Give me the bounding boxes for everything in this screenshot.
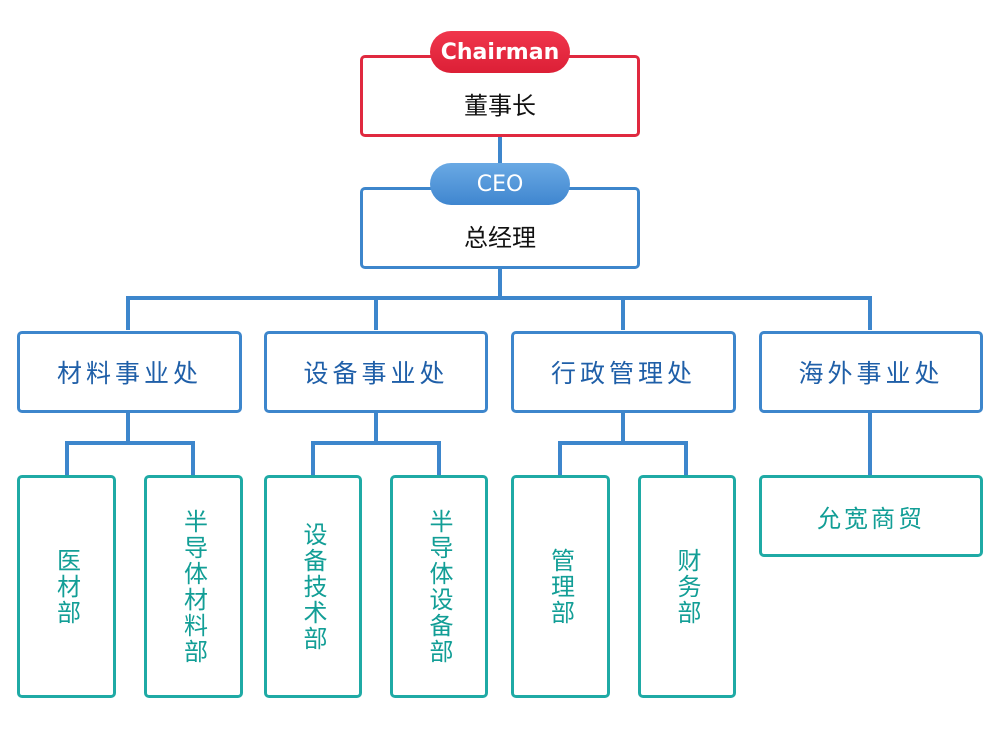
connector-dept1-units: [65, 412, 195, 475]
unit-box-semiconductor-equipment: 半导体设备部: [390, 475, 488, 698]
unit-label: 财务部: [673, 547, 701, 626]
connector-ceo-depts: [126, 268, 872, 330]
department-box-materials: 材料事业处: [17, 331, 242, 413]
department-label: 材料事业处: [56, 359, 202, 388]
unit-label: 允宽商贸: [817, 504, 925, 533]
department-box-overseas: 海外事业处: [759, 331, 983, 413]
ceo-badge: CEO: [430, 163, 570, 205]
department-label: 行政管理处: [550, 359, 696, 388]
unit-box-semiconductor-materials: 半导体材料部: [144, 475, 243, 698]
unit-box-yunkuan-trading: 允宽商贸: [759, 475, 983, 557]
department-box-equipment: 设备事业处: [264, 331, 488, 413]
unit-label: 管理部: [546, 547, 575, 626]
department-label: 海外事业处: [798, 359, 944, 388]
unit-box-medical-materials: 医材部: [17, 475, 116, 698]
connector-dept2-units: [311, 412, 441, 475]
ceo-title: 总经理: [464, 223, 536, 252]
unit-label: 半导体材料部: [179, 508, 208, 665]
unit-box-equipment-technology: 设备技术部: [264, 475, 362, 698]
unit-box-management: 管理部: [511, 475, 610, 698]
chairman-title: 董事长: [464, 91, 536, 120]
unit-box-finance: 财务部: [638, 475, 736, 698]
department-label: 设备事业处: [303, 359, 449, 388]
unit-label: 半导体设备部: [425, 508, 453, 665]
unit-label: 设备技术部: [299, 521, 327, 652]
chairman-badge: Chairman: [430, 31, 570, 73]
unit-label: 医材部: [52, 547, 81, 626]
connector-dept3-units: [558, 412, 688, 475]
department-box-administration: 行政管理处: [511, 331, 736, 413]
